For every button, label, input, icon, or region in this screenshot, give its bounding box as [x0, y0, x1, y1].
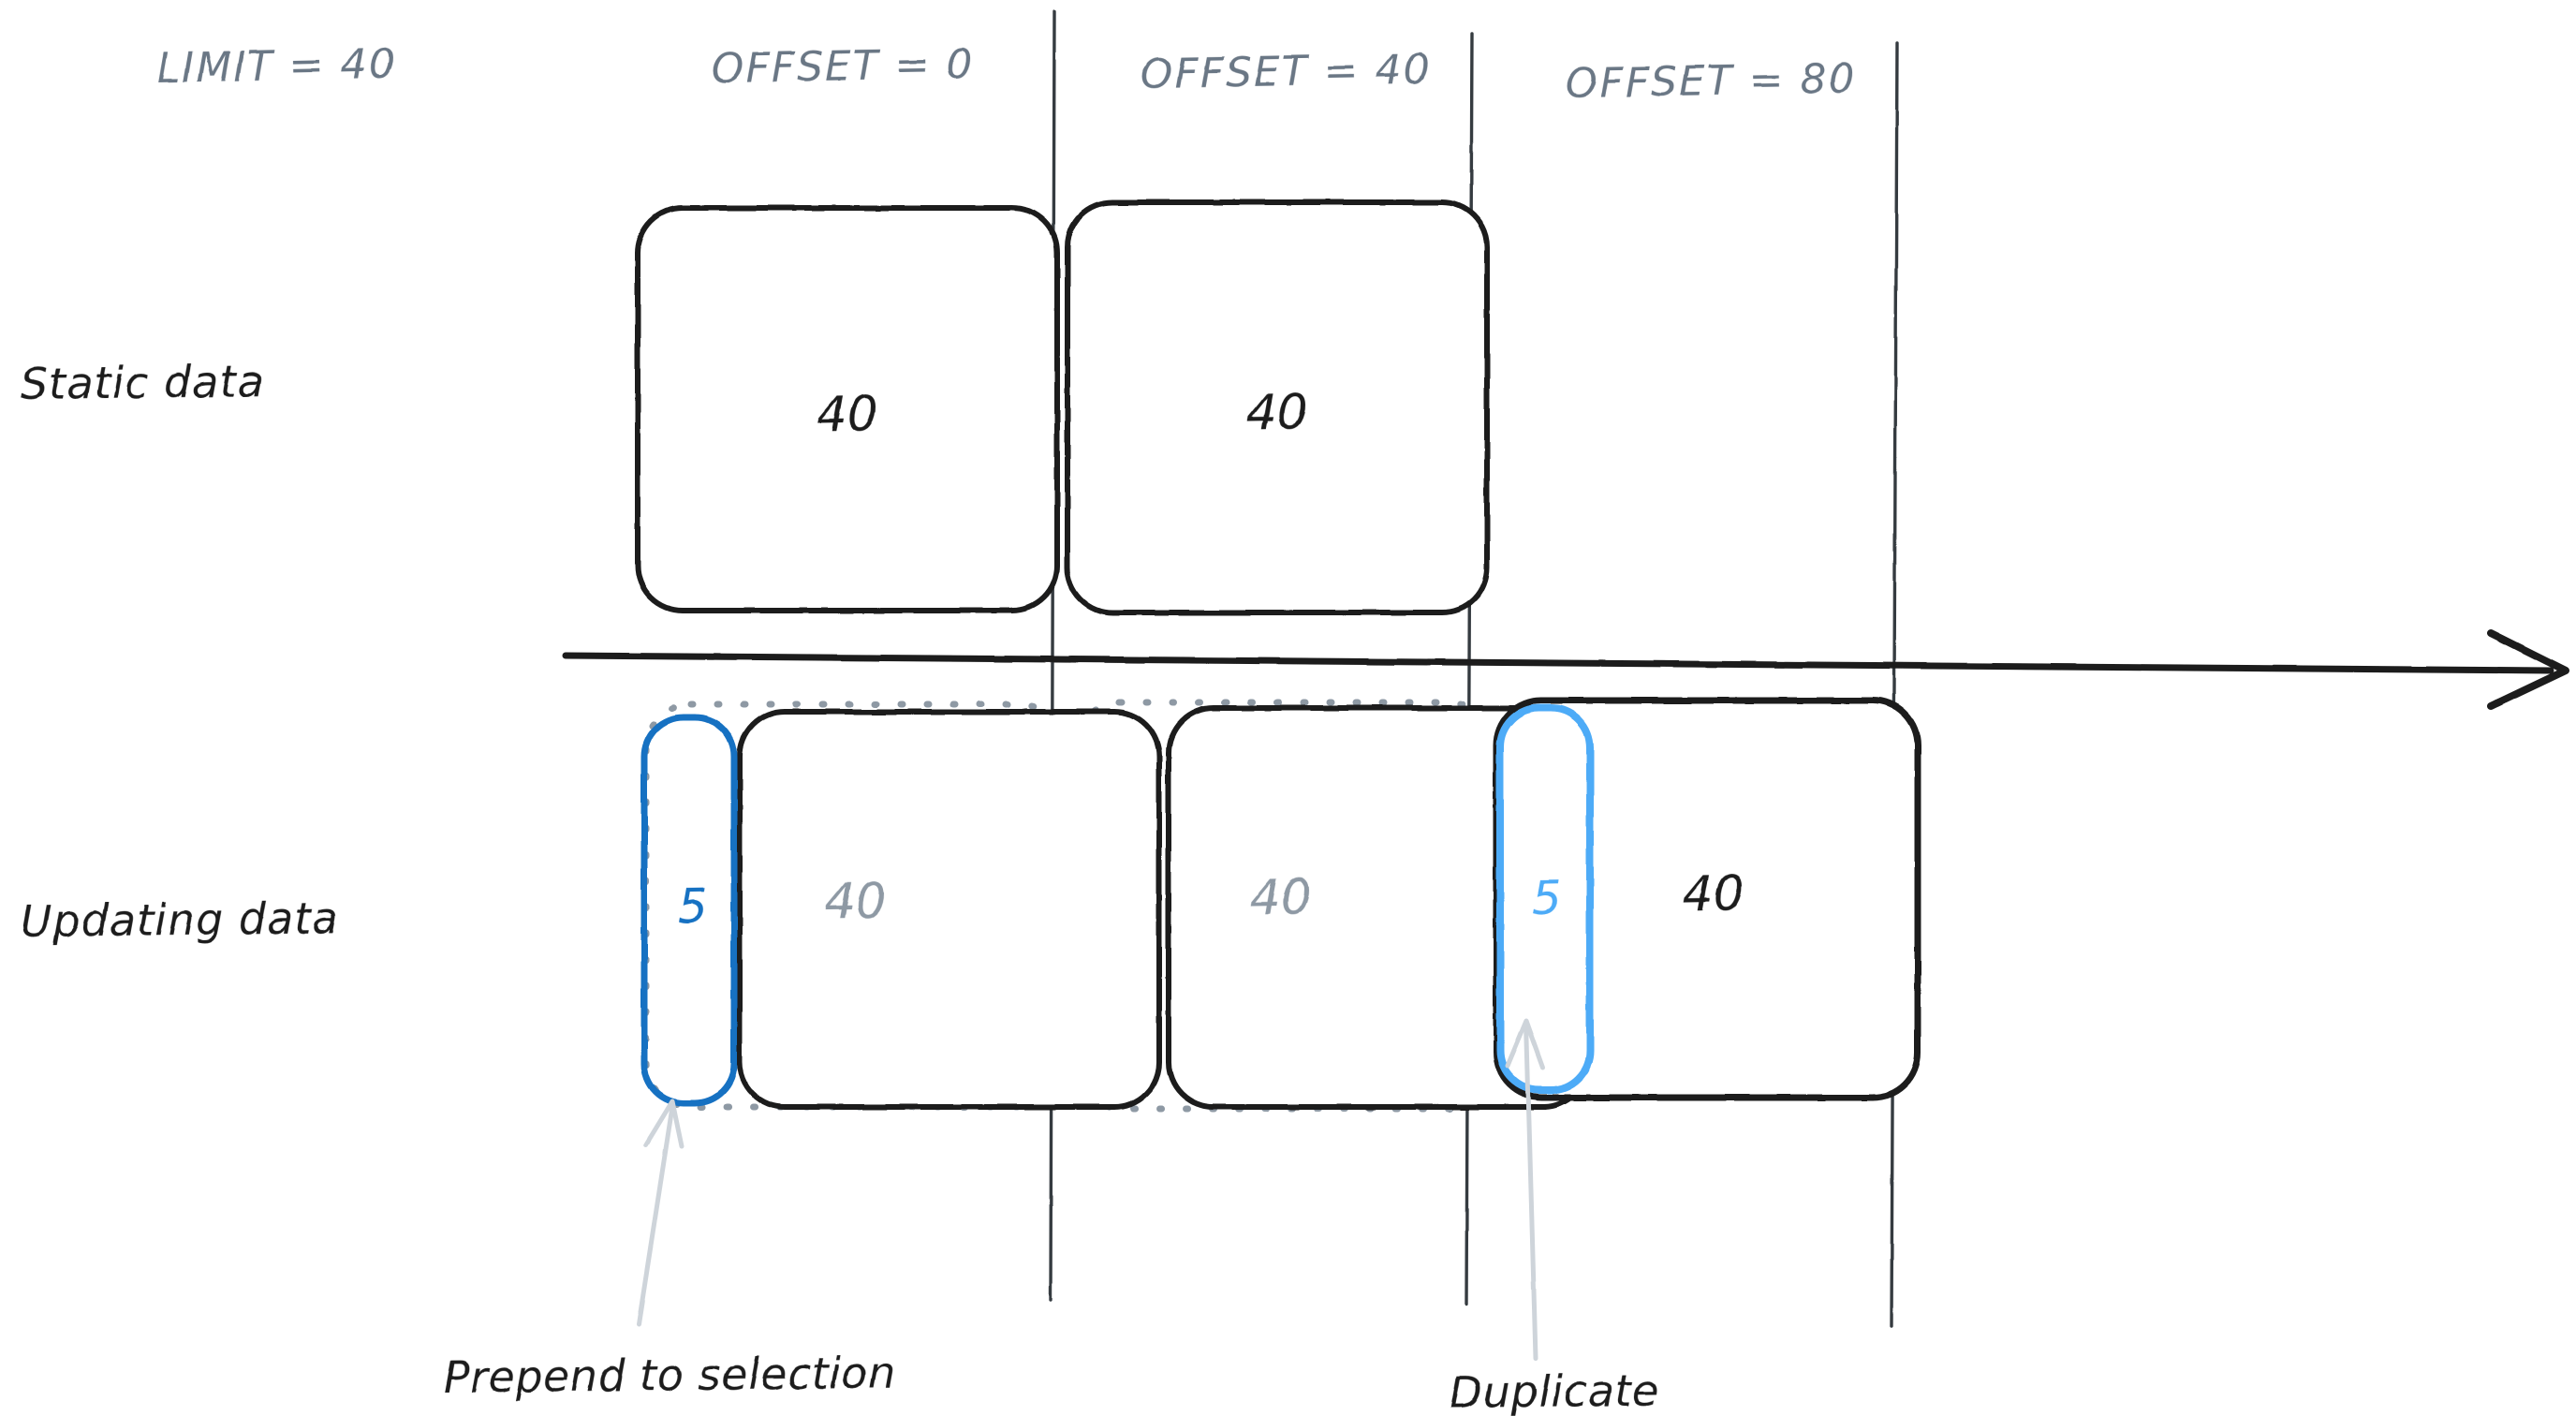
- duplicate-label: Duplicate: [1450, 1365, 1659, 1416]
- static-box-1[interactable]: [1065, 199, 1490, 615]
- updating-box-1[interactable]: [737, 709, 1162, 1110]
- header-labels: LIMIT = 40 OFFSET = 0 OFFSET = 40 OFFSET…: [156, 40, 1857, 108]
- prepend-label: Prepend to selection: [444, 1348, 897, 1403]
- static-row: 40 40: [635, 199, 1490, 615]
- updating-box-3-value: 5: [1531, 871, 1562, 926]
- callout-arrows: [636, 1018, 1546, 1361]
- updating-box-0-value: 5: [677, 879, 708, 935]
- limit-label: LIMIT = 40: [156, 40, 397, 93]
- divider-line-3: [1890, 41, 1899, 1328]
- static-box-0[interactable]: [635, 205, 1060, 613]
- timeline-arrow-icon: [562, 629, 2569, 710]
- updating-box-0-prepend[interactable]: [640, 714, 738, 1107]
- static-box-0-value: 40: [816, 386, 878, 443]
- updating-row: 40 40 40 5 5: [640, 697, 1921, 1110]
- offset-40-label: OFFSET = 40: [1140, 46, 1432, 98]
- updating-box-1-value: 40: [824, 873, 887, 930]
- updating-data-label: Updating data: [21, 892, 340, 947]
- static-box-1-value: 40: [1245, 384, 1308, 441]
- prepend-arrow-up-icon: [636, 1099, 684, 1327]
- callout-labels: Prepend to selection Duplicate: [444, 1348, 1659, 1416]
- row-labels: Static data Updating data: [21, 356, 340, 947]
- updating-box-3-duplicate[interactable]: [1496, 704, 1594, 1094]
- duplicate-arrow-up-icon: [1505, 1018, 1546, 1361]
- offset-80-label: OFFSET = 80: [1565, 55, 1857, 108]
- static-data-label: Static data: [21, 356, 265, 409]
- offset-0-label: OFFSET = 0: [711, 40, 975, 93]
- updating-box-4-value: 40: [1682, 865, 1744, 922]
- updating-box-2-value: 40: [1249, 869, 1312, 926]
